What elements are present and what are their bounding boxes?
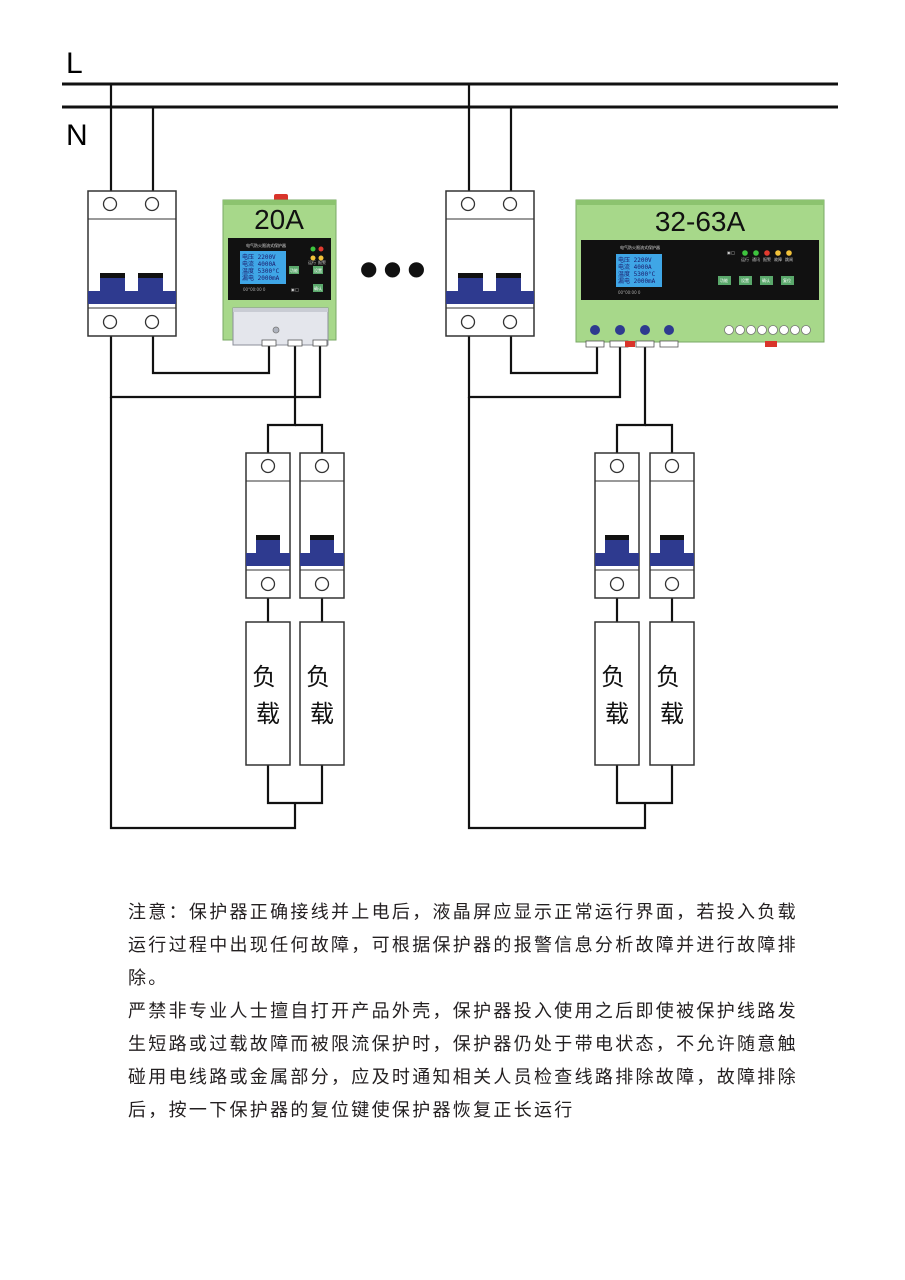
note-paragraph: 注意：保护器正确接线并上电后，液晶屏应显示正常运行界面，若投入负载运行过程中出现… bbox=[128, 902, 798, 989]
load-label: 负 bbox=[601, 663, 625, 691]
note-paragraph: 严禁非专业人士擅自打开产品外壳，保护器投入使用之后即使被保护线路发生短路或过载故… bbox=[128, 1001, 798, 1121]
function-button[interactable] bbox=[718, 276, 731, 285]
wiring-diagram: L N 负 载 bbox=[62, 47, 838, 830]
status-led-icon bbox=[310, 246, 316, 252]
main-breaker-right bbox=[445, 190, 535, 337]
branch-breaker bbox=[649, 452, 695, 599]
set-button[interactable] bbox=[739, 276, 752, 285]
neutral-bus-label: N bbox=[66, 119, 88, 152]
load-label-2: 载 bbox=[605, 700, 629, 728]
signal-terminal-icon bbox=[779, 325, 789, 335]
load-box: 负 载 bbox=[245, 621, 291, 766]
reset-indicator: ▣◯ bbox=[291, 287, 300, 292]
status-led-icon bbox=[764, 250, 770, 256]
status-led-icon bbox=[786, 250, 792, 256]
confirm-button[interactable] bbox=[313, 284, 323, 292]
status-led-icon bbox=[753, 250, 759, 256]
load-label-2: 载 bbox=[256, 700, 280, 728]
load-box: 负 载 bbox=[649, 621, 695, 766]
status-led-icon bbox=[318, 246, 324, 252]
branch-breaker bbox=[299, 452, 345, 599]
terminal-screw-icon bbox=[640, 325, 650, 335]
terminal-screw-icon bbox=[615, 325, 625, 335]
svg-text:负 载: 负 载 bbox=[252, 663, 284, 728]
reset-button[interactable] bbox=[781, 276, 794, 285]
signal-terminal-icon bbox=[746, 325, 756, 335]
load-label: 负 bbox=[306, 663, 330, 691]
screw-icon bbox=[272, 326, 280, 334]
lcd-line: 温度 5300°C bbox=[242, 267, 280, 275]
terminal-screw-icon bbox=[664, 325, 674, 335]
lcd-line: 漏电 2000mA bbox=[242, 274, 280, 282]
lcd-line: 漏电 2000mA bbox=[618, 277, 656, 285]
led-label: 故障 bbox=[774, 256, 782, 262]
reset-indicator: ▣◯ bbox=[727, 250, 736, 255]
signal-terminal-icon bbox=[724, 325, 734, 335]
signal-terminal-icon bbox=[790, 325, 800, 335]
load-box: 负 载 bbox=[299, 621, 345, 766]
button-label: 确认 bbox=[314, 285, 322, 291]
panel-title: 电气防火限流式保护器 bbox=[246, 242, 286, 248]
lcd-line: 温度 5300°C bbox=[618, 270, 656, 278]
svg-text:负 载: 负 载 bbox=[601, 663, 633, 728]
led-label: 报警 bbox=[318, 259, 326, 265]
load-label: 负 bbox=[656, 663, 680, 691]
status-led-icon bbox=[310, 255, 316, 261]
led-label: 报警 bbox=[763, 256, 771, 262]
button-label: 功能 bbox=[720, 277, 728, 283]
safety-note: 注意：保护器正确接线并上电后，液晶屏应显示正常运行界面，若投入负载运行过程中出现… bbox=[128, 896, 808, 1127]
status-led-icon bbox=[318, 255, 324, 261]
load-box: 负 载 bbox=[594, 621, 640, 766]
button-label: 确认 bbox=[762, 277, 770, 283]
led-label: 运行 bbox=[308, 259, 316, 265]
main-breaker-left bbox=[87, 190, 177, 337]
confirm-button[interactable] bbox=[760, 276, 773, 285]
signal-terminal-icon bbox=[735, 325, 745, 335]
signal-terminal-icon bbox=[768, 325, 778, 335]
led-label: 通讯 bbox=[752, 256, 760, 262]
signal-terminal-icon bbox=[801, 325, 811, 335]
lcd-footer: 00°00:00 0 bbox=[618, 290, 641, 295]
wiring bbox=[109, 84, 674, 830]
branch-breaker bbox=[594, 452, 640, 599]
lcd-line: 电流 4000A bbox=[242, 260, 276, 268]
device-rating: 32-63A bbox=[655, 206, 746, 237]
set-button[interactable] bbox=[313, 266, 323, 274]
svg-text:负 载: 负 载 bbox=[656, 663, 688, 728]
live-bus-label: L bbox=[66, 47, 83, 80]
lcd-screen bbox=[240, 251, 286, 284]
led-label: 运行 bbox=[741, 256, 749, 262]
signal-terminal-icon bbox=[757, 325, 767, 335]
button-label: 复位 bbox=[783, 277, 791, 283]
lcd-screen bbox=[616, 254, 662, 287]
status-led-icon bbox=[775, 250, 781, 256]
svg-text:负 载: 负 载 bbox=[306, 663, 338, 728]
branch-breaker bbox=[245, 452, 291, 599]
led-label: 跳闸 bbox=[785, 256, 793, 262]
button-label: 功能 bbox=[290, 267, 298, 273]
load-label-2: 载 bbox=[660, 700, 684, 728]
device-rating: 20A bbox=[254, 204, 304, 235]
ellipsis-dots: ● ● ● bbox=[360, 256, 425, 280]
lcd-line: 电压 2200V bbox=[618, 256, 652, 264]
terminal-screw-icon bbox=[590, 325, 600, 335]
lcd-line: 电流 4000A bbox=[618, 263, 652, 271]
protector-32-63a: 32-63A 电气防火限流式保护器 电压 2200V 电流 4000A 温度 5… bbox=[575, 199, 825, 348]
lcd-line: 电压 2200V bbox=[242, 253, 276, 261]
lcd-footer: 00°00:00 0 bbox=[243, 287, 266, 292]
protector-20a: 20A 电气防火限流式保护器 电压 2200V 电流 4000A 温度 5300… bbox=[222, 194, 337, 347]
panel-title: 电气防火限流式保护器 bbox=[620, 244, 660, 250]
button-label: 设置 bbox=[314, 267, 322, 273]
load-label-2: 载 bbox=[310, 700, 334, 728]
load-label: 负 bbox=[252, 663, 276, 691]
function-button[interactable] bbox=[289, 266, 299, 274]
status-led-icon bbox=[742, 250, 748, 256]
button-label: 设置 bbox=[741, 277, 749, 283]
